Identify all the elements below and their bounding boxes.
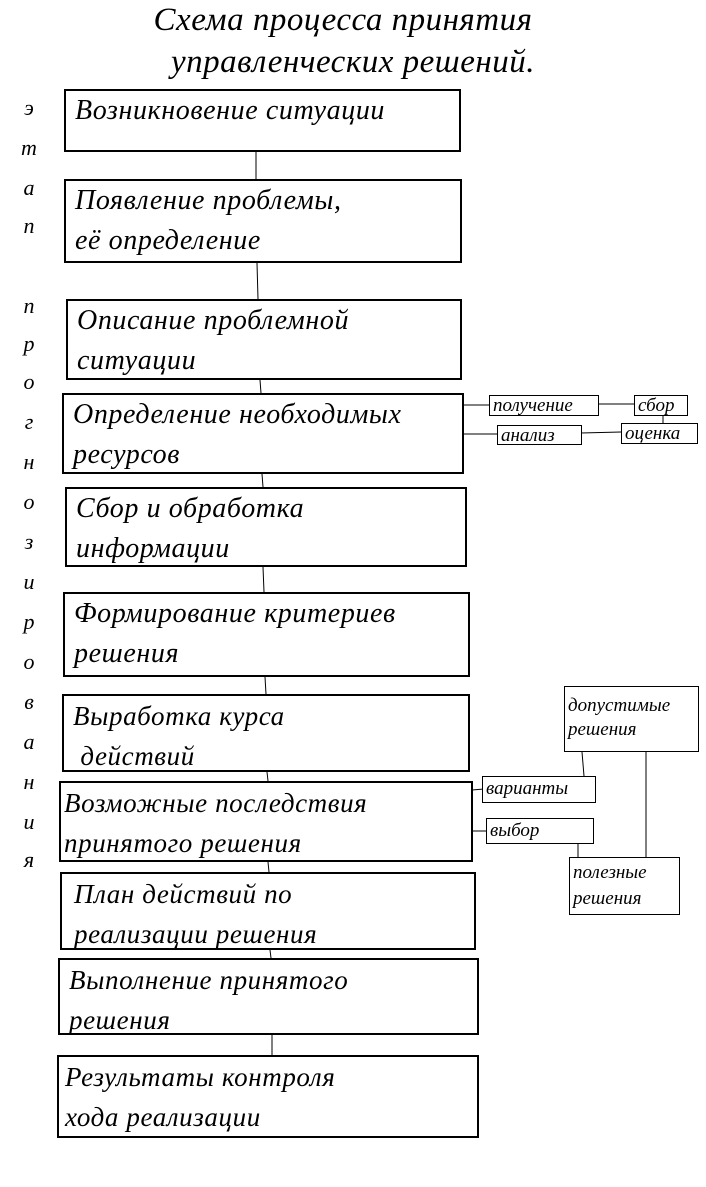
step-resources-determination: Определение необходимых ресурсов bbox=[62, 393, 464, 474]
connector-line bbox=[266, 771, 269, 782]
side-box-analiz: анализ bbox=[497, 425, 582, 446]
connector-line bbox=[581, 751, 585, 777]
diagram-title-line-2: управленческих решений. bbox=[171, 44, 535, 80]
vertical-letter: и bbox=[23, 569, 35, 594]
side-box-vybor: выбор bbox=[486, 818, 594, 844]
vertical-letter: а bbox=[23, 729, 35, 754]
connector-line bbox=[256, 262, 259, 300]
connector-line bbox=[259, 379, 262, 394]
side-box-poleznye-resheniya: полезные решения bbox=[569, 857, 680, 915]
connector-line bbox=[580, 431, 622, 434]
vertical-letter: и bbox=[23, 809, 35, 834]
vertical-letter: о bbox=[23, 369, 35, 394]
step-control-results: Результаты контроля хода реализации bbox=[57, 1055, 479, 1138]
connector-line bbox=[261, 473, 264, 488]
step-action-plan: План действий по реализации решения bbox=[60, 872, 476, 950]
step-decision-execution: Выполнение принятого решения bbox=[58, 958, 479, 1035]
step-course-of-action: Выработка курса действий bbox=[62, 694, 470, 772]
vertical-letter: п bbox=[23, 213, 35, 238]
vertical-letter: о bbox=[23, 489, 35, 514]
connector-line bbox=[267, 861, 270, 873]
vertical-letter: з bbox=[24, 529, 34, 554]
vertical-letter: э bbox=[24, 95, 34, 120]
vertical-letter: р bbox=[23, 331, 35, 356]
diagram-title-line-1: Схема процесса принятия bbox=[153, 2, 533, 38]
side-box-poluchenie: получение bbox=[489, 395, 599, 416]
vertical-letter: н bbox=[23, 449, 35, 474]
vertical-letter: в bbox=[24, 689, 34, 714]
side-box-dopustimye-resheniya: допустимые решения bbox=[564, 686, 699, 752]
step-possible-consequences: Возможные последствия принятого решения bbox=[59, 781, 473, 862]
step-criteria-formation: Формирование критериев решения bbox=[63, 592, 470, 677]
step-situation-emergence: Возникновение ситуации bbox=[64, 89, 461, 152]
side-box-varianty: варианты bbox=[482, 776, 596, 803]
connector-line bbox=[262, 566, 265, 593]
vertical-letter: я bbox=[23, 847, 35, 872]
vertical-letter: а bbox=[23, 175, 35, 200]
step-information-collection: Сбор и обработка информации bbox=[65, 487, 467, 567]
vertical-letter: о bbox=[23, 649, 35, 674]
vertical-letter: р bbox=[23, 609, 35, 634]
vertical-letter: т bbox=[21, 135, 37, 160]
side-box-sbor: сбор bbox=[634, 395, 688, 416]
vertical-letter: п bbox=[23, 293, 35, 318]
step-problem-description: Описание проблемной ситуации bbox=[66, 299, 462, 380]
vertical-letter: г bbox=[24, 409, 34, 434]
side-box-otsenka: оценка bbox=[621, 423, 698, 444]
vertical-letter: н bbox=[23, 769, 35, 794]
step-problem-definition: Появление проблемы, её определение bbox=[64, 179, 462, 263]
connector-line bbox=[264, 676, 267, 695]
connector-line bbox=[269, 949, 272, 959]
